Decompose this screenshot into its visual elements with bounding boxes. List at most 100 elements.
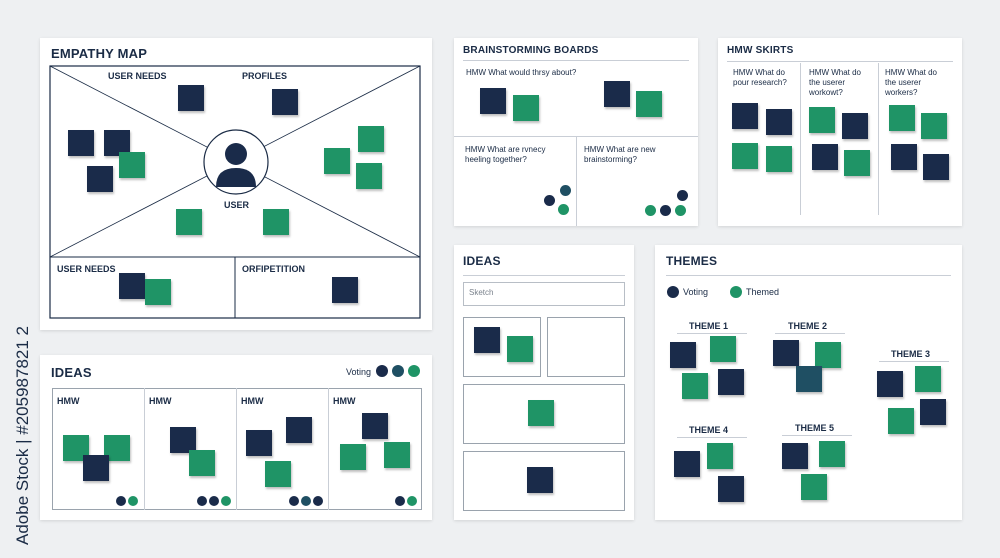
sticky-note[interactable] [842,113,868,139]
ideas-columns-frame [52,388,422,510]
sticky-note[interactable] [889,105,915,131]
sticky-note[interactable] [358,126,384,152]
theme-label: THEME 5 [795,423,835,433]
sticky-note[interactable] [104,130,130,156]
sticky-note[interactable] [384,442,410,468]
sticky-note[interactable] [921,113,947,139]
vote-dot[interactable] [560,185,571,196]
sticky-note[interactable] [474,327,500,353]
sticky-note[interactable] [527,467,553,493]
sticky-note[interactable] [68,130,94,156]
title-rule [463,275,625,276]
sticky-note[interactable] [119,273,145,299]
vote-dot[interactable] [221,496,231,506]
vote-dot[interactable] [392,365,404,377]
theme-label: THEME 4 [689,425,729,435]
sticky-note[interactable] [844,150,870,176]
sticky-note[interactable] [263,209,289,235]
vote-dot[interactable] [677,190,688,201]
sticky-note[interactable] [773,340,799,366]
vote-dot[interactable] [116,496,126,506]
sticky-note[interactable] [145,279,171,305]
sticky-note[interactable] [891,144,917,170]
sticky-note[interactable] [362,413,388,439]
sticky-note[interactable] [718,476,744,502]
vote-dot[interactable] [395,496,405,506]
sticky-note[interactable] [272,89,298,115]
sketch-box[interactable] [463,384,625,444]
vote-dot[interactable] [301,496,311,506]
sticky-note[interactable] [710,336,736,362]
sticky-note[interactable] [707,443,733,469]
brainstorming-boards-title: BRAINSTORMING BOARDS [463,45,599,56]
sticky-note[interactable] [340,444,366,470]
sticky-note[interactable] [915,366,941,392]
sticky-note[interactable] [286,417,312,443]
sticky-note[interactable] [87,166,113,192]
sticky-note[interactable] [265,461,291,487]
sticky-note[interactable] [877,371,903,397]
sticky-note[interactable] [513,95,539,121]
vote-dot[interactable] [197,496,207,506]
sticky-note[interactable] [718,369,744,395]
sketch-box[interactable] [463,451,625,511]
sticky-note[interactable] [819,441,845,467]
vote-dot[interactable] [544,195,555,206]
title-rule [727,61,953,62]
vote-dot[interactable] [408,365,420,377]
sticky-note[interactable] [119,152,145,178]
sticky-note[interactable] [732,103,758,129]
vote-dot[interactable] [209,496,219,506]
vote-dot[interactable] [660,205,671,216]
theme-rule [677,333,747,334]
sticky-note[interactable] [812,144,838,170]
sketch-box[interactable] [463,317,541,377]
sticky-note[interactable] [732,143,758,169]
sticky-note[interactable] [507,336,533,362]
sticky-note[interactable] [636,91,662,117]
sticky-note[interactable] [796,366,822,392]
sticky-note[interactable] [176,209,202,235]
sketch-box[interactable] [547,317,625,377]
sticky-note[interactable] [674,451,700,477]
sticky-note[interactable] [809,107,835,133]
vote-dot[interactable] [128,496,138,506]
sticky-note[interactable] [604,81,630,107]
sticky-note[interactable] [246,430,272,456]
user-avatar-head [225,143,247,165]
hmw-question: HMW What are rvnecy heeling together? [465,145,546,164]
vote-dot[interactable] [289,496,299,506]
sticky-note[interactable] [356,163,382,189]
vote-dot[interactable] [558,204,569,215]
sticky-note[interactable] [766,146,792,172]
title-rule [463,60,689,61]
profiles-label: PROFILES [242,71,288,81]
user-avatar-body [216,168,256,187]
sticky-note[interactable] [801,474,827,500]
sticky-note[interactable] [766,109,792,135]
sticky-note[interactable] [923,154,949,180]
sticky-note[interactable] [480,88,506,114]
sticky-note[interactable] [528,400,554,426]
user-label: USER [224,200,250,210]
sticky-note[interactable] [682,373,708,399]
sticky-note[interactable] [332,277,358,303]
sticky-note[interactable] [83,455,109,481]
vote-dot[interactable] [313,496,323,506]
sketch-input[interactable]: Sketch [463,282,625,306]
sticky-note[interactable] [815,342,841,368]
sticky-note[interactable] [888,408,914,434]
sticky-note[interactable] [178,85,204,111]
vote-dot[interactable] [407,496,417,506]
vote-dot[interactable] [645,205,656,216]
vote-dot[interactable] [376,365,388,377]
sticky-note[interactable] [670,342,696,368]
column-divider [328,388,329,510]
sticky-note[interactable] [920,399,946,425]
sticky-note[interactable] [782,443,808,469]
vote-dot[interactable] [675,205,686,216]
sticky-note[interactable] [189,450,215,476]
sticky-note[interactable] [170,427,196,453]
sticky-note[interactable] [324,148,350,174]
ideas-board-panel: IDEAS Voting HMW HMW HMW HMW [40,355,432,520]
